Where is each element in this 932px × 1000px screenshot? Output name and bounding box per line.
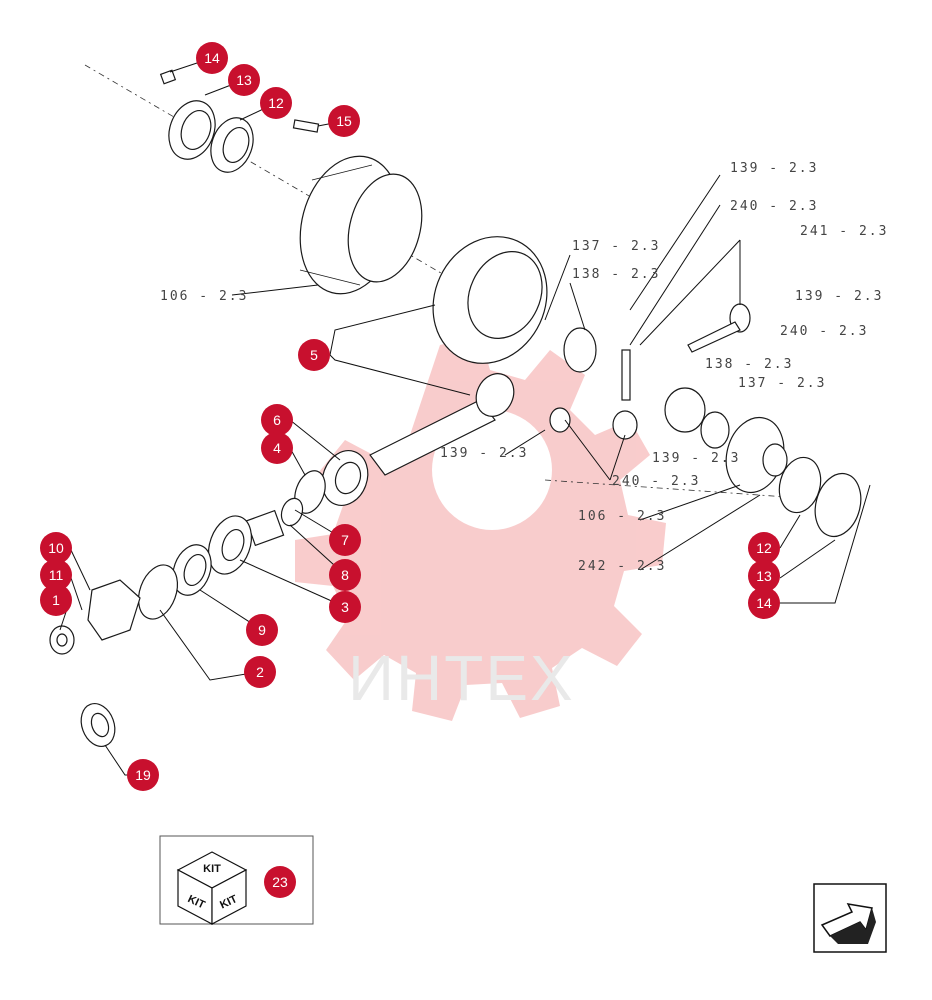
- part-ring-13-lower: [814, 472, 862, 538]
- svg-text:7: 7: [341, 532, 349, 548]
- ref-label[interactable]: 240 - 2.3: [780, 324, 868, 339]
- callout[interactable]: 6: [261, 404, 293, 436]
- part-yoke-10: [87, 579, 141, 641]
- part-spacer-7: [245, 509, 285, 547]
- callout[interactable]: 23: [264, 866, 296, 898]
- part-shield-2: [137, 564, 179, 620]
- svg-text:14: 14: [204, 50, 220, 66]
- callout[interactable]: 14: [748, 587, 780, 619]
- callout[interactable]: 5: [298, 339, 330, 371]
- kit-label-top: KIT: [203, 863, 221, 875]
- ref-label[interactable]: 242 - 2.3: [578, 559, 666, 574]
- callout[interactable]: 13: [228, 64, 260, 96]
- callout[interactable]: 3: [329, 591, 361, 623]
- part-bearing-12-lower: [778, 456, 822, 514]
- svg-text:23: 23: [272, 874, 288, 890]
- svg-text:8: 8: [341, 567, 349, 583]
- callout[interactable]: 4: [261, 432, 293, 464]
- part-bolt-14-upper: [159, 69, 177, 85]
- callouts: 14 13 12 15 5 6 4 10 11 1 2 9 7 8 3 19 1…: [40, 42, 780, 791]
- svg-text:12: 12: [756, 540, 772, 556]
- part-bearing-3: [207, 515, 253, 575]
- callout[interactable]: 12: [260, 87, 292, 119]
- ref-label[interactable]: 137 - 2.3: [572, 239, 660, 254]
- part-shim-8: [280, 497, 304, 527]
- parts: [49, 69, 862, 747]
- callout[interactable]: 11: [40, 559, 72, 591]
- svg-text:9: 9: [258, 622, 266, 638]
- part-nut-19: [80, 703, 116, 747]
- ref-label[interactable]: 138 - 2.3: [705, 357, 793, 372]
- callout[interactable]: 8: [329, 559, 361, 591]
- ref-label[interactable]: 106 - 2.3: [578, 509, 666, 524]
- callout[interactable]: 1: [40, 584, 72, 616]
- part-side-gear-right: [664, 387, 730, 449]
- watermark-text: ИНТЕХ: [348, 642, 575, 714]
- part-bolt-15: [292, 119, 320, 133]
- ref-label[interactable]: 240 - 2.3: [612, 474, 700, 489]
- part-bearing-12-upper: [210, 117, 254, 173]
- part-ring-13-upper: [168, 100, 216, 160]
- svg-text:5: 5: [310, 347, 318, 363]
- callout[interactable]: 14: [196, 42, 228, 74]
- svg-text:13: 13: [756, 568, 772, 584]
- kit-cube-icon: KIT KIT KIT: [176, 851, 248, 925]
- part-differential-case-right: [725, 416, 788, 494]
- callout[interactable]: 2: [244, 656, 276, 688]
- reference-labels: 139 - 2.3 240 - 2.3 241 - 2.3 137 - 2.3 …: [160, 161, 888, 574]
- svg-text:12: 12: [268, 95, 284, 111]
- part-pinion-shaft: [369, 373, 515, 476]
- kit-box[interactable]: KIT KIT KIT 23: [159, 835, 314, 925]
- svg-text:15: 15: [336, 113, 352, 129]
- ref-label[interactable]: 139 - 2.3: [440, 446, 528, 461]
- svg-text:1: 1: [52, 592, 60, 608]
- svg-text:2: 2: [256, 664, 264, 680]
- part-bearing-6: [321, 450, 369, 506]
- svg-text:3: 3: [341, 599, 349, 615]
- ref-label[interactable]: 139 - 2.3: [652, 451, 740, 466]
- part-seal-9: [172, 544, 212, 596]
- part-nut-1: [49, 625, 75, 655]
- svg-text:13: 13: [236, 72, 252, 88]
- callout[interactable]: 15: [328, 105, 360, 137]
- ref-label[interactable]: 241 - 2.3: [800, 224, 888, 239]
- svg-text:11: 11: [49, 567, 64, 583]
- svg-text:6: 6: [273, 412, 281, 428]
- ref-label[interactable]: 138 - 2.3: [572, 267, 660, 282]
- svg-text:10: 10: [48, 540, 64, 556]
- callout[interactable]: 12: [748, 532, 780, 564]
- svg-text:14: 14: [756, 595, 772, 611]
- ref-label[interactable]: 106 - 2.3: [160, 289, 248, 304]
- part-pinion-gears: [549, 303, 751, 440]
- svg-text:4: 4: [273, 440, 281, 456]
- ref-label[interactable]: 139 - 2.3: [795, 289, 883, 304]
- callout[interactable]: 13: [748, 560, 780, 592]
- next-page-arrow-icon[interactable]: [813, 883, 887, 953]
- ref-label[interactable]: 139 - 2.3: [730, 161, 818, 176]
- callout[interactable]: 9: [246, 614, 278, 646]
- svg-text:19: 19: [135, 767, 151, 783]
- ref-label[interactable]: 240 - 2.3: [730, 199, 818, 214]
- callout[interactable]: 10: [40, 532, 72, 564]
- part-crown-gear: [432, 236, 548, 364]
- part-differential-housing: [299, 155, 423, 295]
- callout[interactable]: 7: [329, 524, 361, 556]
- ref-label[interactable]: 137 - 2.3: [738, 376, 826, 391]
- callout[interactable]: 19: [127, 759, 159, 791]
